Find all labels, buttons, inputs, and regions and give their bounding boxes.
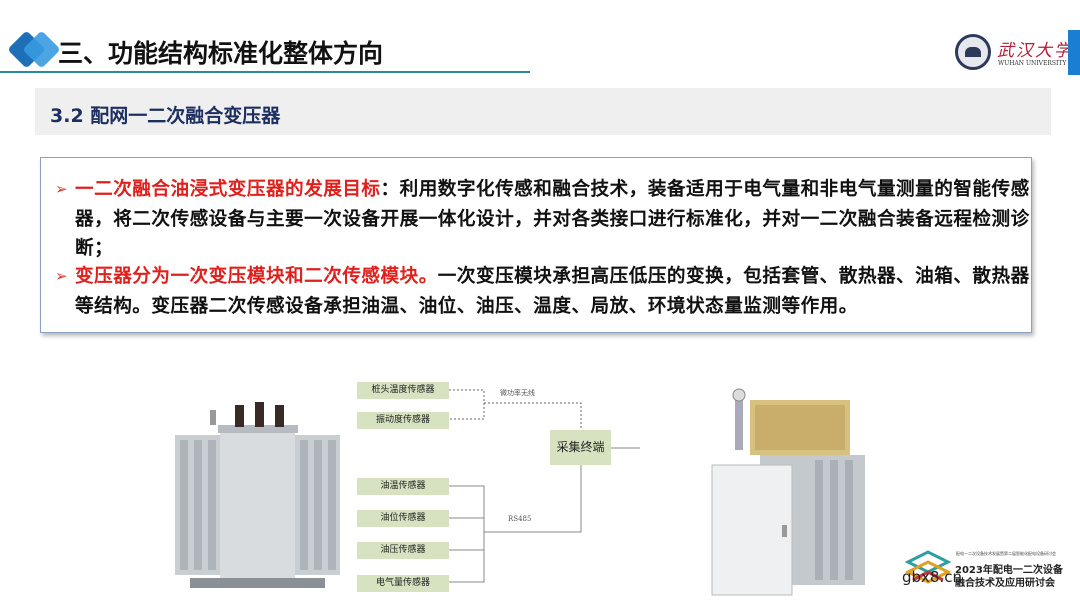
- sensor-box: 油位传感器: [357, 510, 449, 527]
- bullet-highlight: 一二次融合油浸式变压器的发展目标: [75, 179, 381, 200]
- wireless-label: 微功率无线: [500, 389, 535, 397]
- bullet-item: ➢ 一二次融合油浸式变压器的发展目标：利用数字化传感和融合技术，装备适用于电气量…: [55, 175, 1035, 264]
- section-header: [35, 88, 1051, 135]
- collection-terminal-box: 采集终端: [550, 430, 611, 465]
- university-logo-en: WUHAN UNIVERSITY: [998, 60, 1067, 67]
- bullet-highlight: 变压器分为一次变压模块和二次传感模块。: [75, 266, 438, 287]
- integrated-transformer-image: [711, 388, 865, 596]
- conference-subtitle: 配电一二次设备技术发展暨第二届智能化配电设备研讨会: [956, 551, 1056, 556]
- sensor-box: 油温传感器: [357, 478, 449, 495]
- rs485-label: RS485: [508, 515, 532, 523]
- sensor-box: 振动度传感器: [357, 412, 449, 429]
- watermark: gbx8.cn: [902, 568, 962, 586]
- page-title: 三、功能结构标准化整体方向: [58, 39, 384, 68]
- conference-logo-icon: [904, 550, 952, 584]
- university-seal-icon: [955, 34, 991, 70]
- title-underline: [0, 71, 530, 73]
- university-logo-cn: 武汉大学: [997, 41, 1073, 61]
- sensor-box: 桩头温度传感器: [357, 382, 449, 399]
- arrow-bullet-icon: ➢: [55, 267, 69, 285]
- bullet-text: ：利用数字化传感和融合技术，装备适用于电气量和非电气量测量的智能传感器，将二次传…: [75, 179, 1030, 259]
- section-title: 3.2 配网一二次融合变压器: [50, 105, 281, 127]
- arrow-bullet-icon: ➢: [55, 180, 69, 198]
- content-box: ➢ 一二次融合油浸式变压器的发展目标：利用数字化传感和融合技术，装备适用于电气量…: [40, 157, 1032, 333]
- accent-bar: [1068, 30, 1080, 75]
- bullet-text: 一次变压模块承担高压低压的变换，包括套管、散热器、油箱、散热器等结构。变压器二次…: [75, 266, 1030, 317]
- oil-transformer-image: [175, 402, 340, 588]
- sensor-box: 油压传感器: [357, 542, 449, 559]
- bullet-item: ➢ 变压器分为一次变压模块和二次传感模块。一次变压模块承担高压低压的变换，包括套…: [55, 262, 1035, 321]
- conference-title-line2: 融合技术及应用研讨会: [955, 578, 1055, 589]
- sensor-box: 电气量传感器: [357, 575, 449, 592]
- conference-title-line1: 2023年配电一二次设备: [955, 565, 1063, 576]
